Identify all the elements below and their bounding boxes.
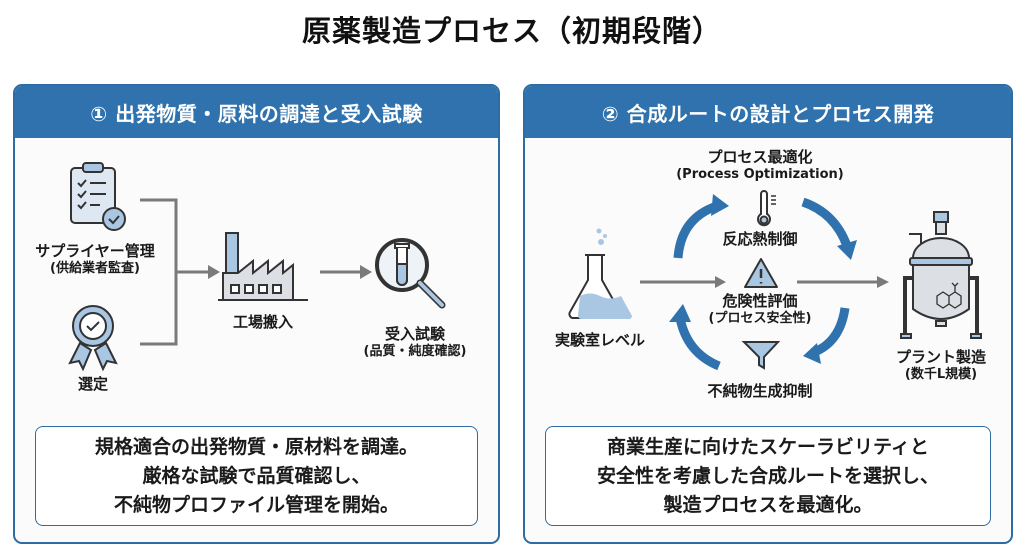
arrow-right-icon <box>360 265 372 279</box>
factory-icon <box>218 232 308 301</box>
node-impurity: 不純物生成抑制 <box>707 382 813 400</box>
panel-procurement: ① 出発物質・原料の調達と受入試験 <box>13 84 500 544</box>
summary-line: 商業生産に向けたスケーラビリティと <box>607 435 929 458</box>
cycle-arrowhead <box>669 304 691 322</box>
cycle-arrowhead <box>803 343 821 364</box>
summary-box: 商業生産に向けたスケーラビリティと 安全性を考慮した合成ルートを選択し、 製造プ… <box>545 426 991 526</box>
node-label: 受入試験 <box>384 325 445 343</box>
award-ribbon-icon <box>68 305 118 372</box>
panel-header: ① 出発物質・原料の調達と受入試験 <box>15 86 498 138</box>
node-hazard: 危険性評価 (プロセス安全性) <box>695 292 825 328</box>
summary-line: 規格適合の出発物質・原材料を調達。 <box>94 435 418 458</box>
thermometer-icon <box>757 190 776 227</box>
node-label: 危険性評価 <box>722 292 798 310</box>
panel-header: ② 合成ルートの設計とプロセス開発 <box>525 86 1011 138</box>
summary-box: 規格適合の出発物質・原材料を調達。 厳格な試験で品質確認し、 不純物プロファイル… <box>35 426 478 526</box>
funnel-icon <box>741 341 781 370</box>
clipboard-check-icon <box>70 162 126 231</box>
node-testing: 受入試験 (品質・純度確認) <box>350 325 480 361</box>
node-label: サプライヤー管理 <box>35 242 155 260</box>
node-sublabel: (数千L規模) <box>904 367 978 382</box>
reactor-icon <box>900 211 982 339</box>
node-sublabel: (プロセス安全性) <box>708 311 812 326</box>
arrow-right-icon <box>715 276 726 288</box>
summary-line: 不純物プロファイル管理を開始。 <box>113 493 399 516</box>
node-sublabel: (Process Optimization) <box>676 167 844 182</box>
panel-route-design: ② 合成ルートの設計とプロセス開発 <box>523 84 1013 544</box>
warning-icon <box>744 258 778 288</box>
arrow-right-icon <box>877 276 889 288</box>
magnifier-test-tube-icon <box>375 238 446 309</box>
summary-line: 厳格な試験で品質確認し、 <box>142 464 371 487</box>
node-lab: 実験室レベル <box>554 331 645 349</box>
node-plant: プラント製造 (数千L規模) <box>881 348 1001 384</box>
cycle-arrowhead <box>711 194 729 216</box>
node-supplier: サプライヤー管理 (供給業者監査) <box>25 242 165 278</box>
node-label: プロセス最適化 <box>707 148 813 166</box>
flask-icon <box>568 228 632 320</box>
merge-connector <box>140 198 208 346</box>
node-sublabel: (品質・純度確認) <box>363 344 467 359</box>
summary-line: 製造プロセスを最適化。 <box>663 493 873 516</box>
node-optimization: プロセス最適化 (Process Optimization) <box>655 148 865 184</box>
node-label: プラント製造 <box>895 348 986 366</box>
summary-line: 安全性を考慮した合成ルートを選択し、 <box>596 464 939 487</box>
node-sublabel: (供給業者監査) <box>50 261 140 276</box>
node-factory: 工場搬入 <box>232 313 293 331</box>
page-title: 原薬製造プロセス（初期段階） <box>301 14 722 48</box>
cycle-arrowhead <box>837 240 857 260</box>
arrow-right-icon <box>208 265 220 279</box>
node-selection: 選定 <box>77 375 108 393</box>
node-heat-control: 反応熱制御 <box>722 230 798 248</box>
